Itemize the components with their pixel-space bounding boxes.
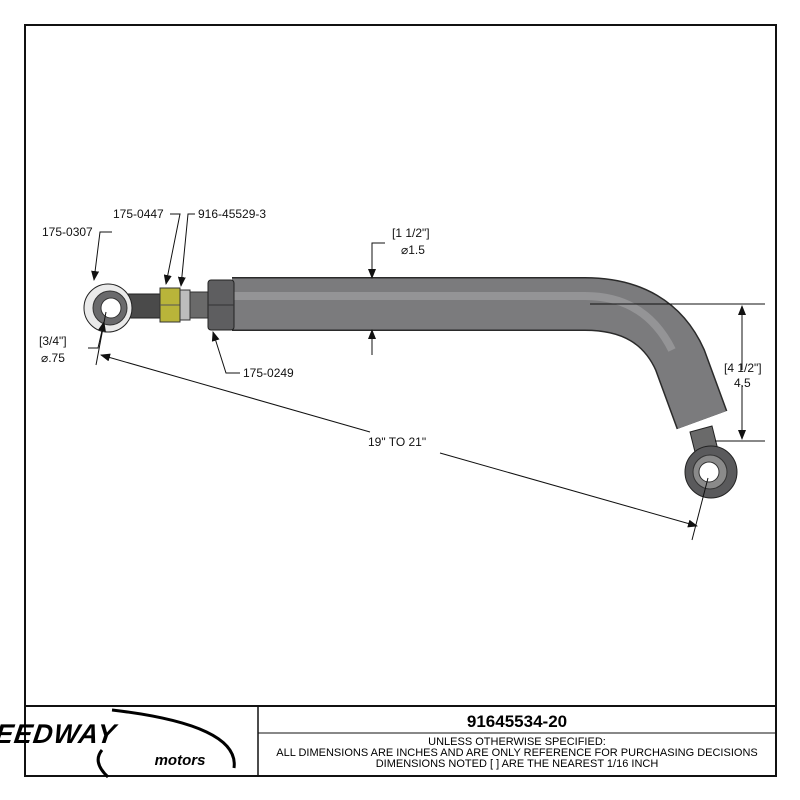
drawing-border — [24, 24, 777, 777]
nut — [179, 289, 191, 321]
callout-nut: 916-45529-3 — [198, 207, 266, 221]
note-line-1: UNLESS OTHERWISE SPECIFIED: — [428, 736, 606, 748]
note-line-2: ALL DIMENSIONS ARE INCHES AND ARE ONLY R… — [276, 747, 757, 759]
drop-dim-decimal: 4.5 — [734, 376, 751, 390]
callout-rod-end: 175-0307 — [42, 225, 93, 239]
threaded-shank — [189, 291, 210, 319]
tube-assembly — [232, 277, 728, 430]
length-dim: 19" TO 21" — [368, 435, 426, 449]
callout-jam-nut: 175-0447 — [113, 207, 164, 221]
part-number: 91645534-20 — [467, 712, 567, 731]
tube-dim-fraction: [1 1/2"] — [392, 226, 430, 240]
note-line-3: DIMENSIONS NOTED [ ] ARE THE NEAREST 1/1… — [376, 758, 659, 770]
callout-tube-adapter: 175-0249 — [243, 366, 294, 380]
speedway-logo: SPEEDWAY motors — [0, 708, 236, 779]
right-rod-end — [684, 425, 738, 499]
drop-dim-fraction: [4 1/2"] — [724, 361, 762, 375]
svg-text:SPEEDWAY: SPEEDWAY — [0, 718, 120, 749]
tube-dim-decimal: ⌀1.5 — [401, 243, 425, 257]
eye-dim-decimal: ⌀.75 — [41, 351, 65, 365]
eye-dim-fraction: [3/4"] — [39, 334, 67, 348]
svg-text:motors: motors — [155, 752, 206, 769]
title-block: SPEEDWAY motors 91645534-20 UNLESS OTHER… — [0, 705, 776, 779]
left-rod-end — [83, 283, 163, 333]
